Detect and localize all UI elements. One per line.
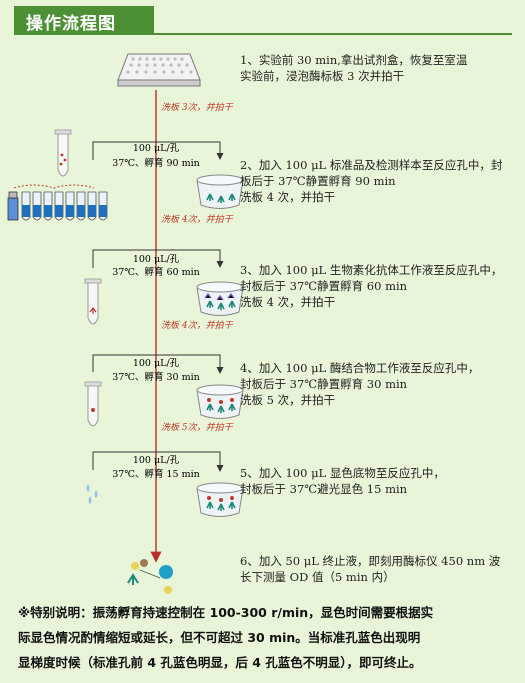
incubation-volume-4: 100 μL/孔 — [133, 455, 180, 466]
step-3-line-1: 3、加入 100 μL 生物素化抗体工作液至反应孔中， — [240, 263, 503, 277]
antibody-tube-icon — [84, 278, 102, 325]
reaction-well-icon — [196, 482, 244, 517]
step-5-line-2: 封板后于 37℃避光显色 15 min — [240, 482, 408, 496]
incubation-condition-3: 37℃、孵育 30 min — [112, 371, 200, 383]
step-3: 3、加入 100 μL 生物素化抗体工作液至反应孔中， 封板后于 37℃静置孵育… — [240, 262, 502, 310]
note-line-3: 显梯度时候（标准孔前 4 孔蓝色明显，后 4 孔蓝色不明显），即可终止。 — [18, 655, 422, 670]
reaction-well-icon — [196, 174, 244, 209]
reaction-well-icon — [196, 384, 244, 419]
note-line-1: ※特别说明：振荡孵育持速控制在 100-300 r/min，显色时间需要根据实 — [18, 605, 434, 620]
incubation-branch-1: 100 μL/孔 37℃、孵育 90 min — [92, 141, 224, 169]
step-2-line-1: 2、加入 100 μL 标准品及检测样本至反应孔中，封 — [240, 158, 503, 172]
step-4-line-2: 封板后于 37℃静置孵育 30 min — [240, 377, 408, 391]
microplate-icon — [117, 53, 201, 87]
enzyme-tube-icon — [84, 381, 102, 427]
incubation-branch-4: 100 μL/孔 37℃、孵育 15 min — [92, 451, 224, 480]
step-1-line-2: 实验前，浸泡酶标板 3 次并拍干 — [240, 69, 405, 83]
step-5-line-1: 5、加入 100 μL 显色底物至反应孔中， — [240, 466, 445, 480]
step-6-line-1: 6、加入 50 μL 终止液，即刻用酶标仪 450 nm 波 — [240, 554, 501, 568]
incubation-branch-2: 100 μL/孔 37℃、孵育 60 min — [92, 249, 224, 278]
step-4-line-1: 4、加入 100 μL 酶结合物工作液至反应孔中， — [240, 361, 480, 375]
header-banner: 操作流程图 — [14, 6, 154, 34]
incubation-volume-1: 100 μL/孔 — [133, 143, 180, 154]
step-1-line-1: 1、实验前 30 min,拿出试剂盒，恢复至室温 — [240, 53, 468, 67]
reaction-well-icon — [196, 281, 244, 316]
wash-label-1: 洗板 3次，并拍干 — [161, 102, 234, 113]
step-3-line-2: 封板后于 37℃静置孵育 60 min — [240, 279, 408, 293]
page-title: 操作流程图 — [26, 14, 116, 34]
substrate-drops-icon — [86, 484, 98, 504]
header-divider — [14, 33, 512, 35]
step-4-line-3: 洗板 5 次，并拍干 — [240, 393, 336, 407]
step-2: 2、加入 100 μL 标准品及检测样本至反应孔中，封 板后于 37℃静置孵育 … — [240, 157, 502, 205]
sample-tube-icon — [54, 129, 72, 177]
standard-tubes-icon — [7, 184, 108, 221]
step-2-line-2: 板后于 37℃静置孵育 90 min — [240, 174, 396, 188]
wash-label-4: 洗板 5次，并拍干 — [161, 422, 234, 433]
step-2-line-3: 洗板 4 次，并拍干 — [240, 190, 336, 204]
special-note: ※特别说明：振荡孵育持速控制在 100-300 r/min，显色时间需要根据实 … — [18, 600, 514, 675]
incubation-volume-2: 100 μL/孔 — [133, 254, 180, 265]
incubation-condition-1: 37℃、孵育 90 min — [112, 157, 200, 169]
step-4: 4、加入 100 μL 酶结合物工作液至反应孔中， 封板后于 37℃静置孵育 3… — [240, 360, 479, 408]
step-6-line-2: 长下测量 OD 值（5 min 内） — [240, 570, 395, 584]
incubation-branch-3: 100 μL/孔 37℃、孵育 30 min — [92, 354, 224, 383]
step-6: 6、加入 50 μL 终止液，即刻用酶标仪 450 nm 波 长下测量 OD 值… — [240, 553, 500, 585]
step-1: 1、实验前 30 min,拿出试剂盒，恢复至室温 实验前，浸泡酶标板 3 次并拍… — [240, 52, 467, 84]
incubation-condition-4: 37℃、孵育 15 min — [112, 468, 200, 480]
flow-diagram: 洗板 3次，并拍干 洗板 4次，并拍干 洗板 4次，并拍干 洗板 5次，并拍干 … — [7, 53, 244, 594]
note-line-2: 际显色情况酌情缩短或延长，但不可超过 30 min。当标准孔蓝色出现明 — [18, 630, 421, 645]
step-5: 5、加入 100 μL 显色底物至反应孔中， 封板后于 37℃避光显色 15 m… — [240, 465, 445, 497]
wash-label-2: 洗板 4次，并拍干 — [161, 214, 234, 225]
incubation-condition-2: 37℃、孵育 60 min — [112, 266, 200, 278]
wash-label-3: 洗板 4次，并拍干 — [161, 320, 234, 331]
incubation-volume-3: 100 μL/孔 — [133, 358, 180, 369]
step-3-line-3: 洗板 4 次，并拍干 — [240, 295, 336, 309]
od-measurement-icon — [127, 559, 173, 594]
